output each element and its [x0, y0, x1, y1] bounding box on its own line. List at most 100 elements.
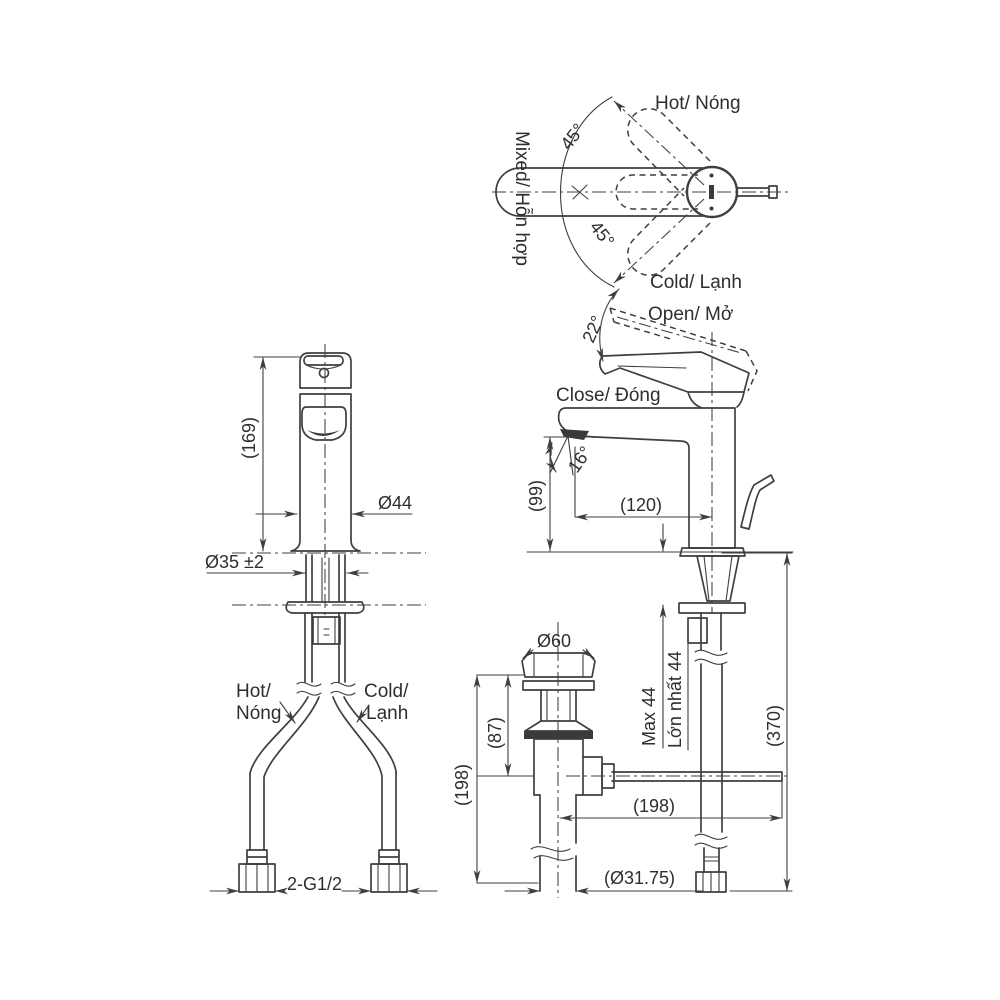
hot-hose-label-line1: Hot/ — [236, 681, 272, 702]
hot-label: Hot/ Nóng — [655, 93, 741, 114]
tail-length-value: (198) — [452, 764, 472, 806]
front-view: (169) Ø44 Ø35 ±2 Hot/ Nóng Cold/ — [205, 344, 438, 895]
pop-up-rod — [611, 771, 783, 782]
flange-dia-value: Ø60 — [537, 631, 571, 651]
hose-junction-details — [317, 616, 336, 645]
supply-hose-end — [703, 847, 720, 873]
cartridge-housing — [687, 391, 745, 409]
deck-thickness-value-vi: Lớn nhất 44 — [665, 651, 685, 748]
pivot-dot-top — [709, 173, 714, 178]
hot-hose — [249, 696, 320, 851]
pipe-dia-value: (Ø31.75) — [604, 868, 675, 888]
shank-inner-lines — [321, 557, 330, 602]
pop-up-rod-assembly: (198) — [559, 771, 789, 822]
pivot-circle — [685, 165, 739, 219]
cold-hose — [332, 696, 397, 851]
hose-break-upper — [694, 649, 728, 665]
deck-thickness-value-en: Max 44 — [639, 687, 659, 746]
cold-hose-label-line2: Lạnh — [366, 703, 408, 724]
drain-tailpipe-upper — [539, 794, 577, 844]
aerator — [560, 429, 589, 440]
spout-height-value: (99) — [526, 480, 546, 512]
thread-value: 2-G1/2 — [287, 874, 342, 894]
mount-hole-value: Ø35 ±2 — [205, 552, 264, 572]
below-deck-assembly — [678, 555, 746, 893]
drain-view: Ø60 (87) (198) (Ø31.75) — [452, 622, 703, 898]
rod-coupler — [601, 763, 615, 789]
mounting-wedge-edges — [703, 555, 733, 602]
spout-reach-value: (120) — [620, 495, 662, 515]
open-handle-axis — [616, 316, 742, 354]
handle-button — [318, 367, 330, 379]
cold-label: Cold/ Lạnh — [650, 272, 742, 293]
front-body-outline — [290, 393, 361, 552]
hose-break-lower — [694, 833, 728, 849]
hot-axis-line — [613, 100, 705, 186]
spout-aerator-front — [307, 430, 340, 436]
hose-length-dim: (370) — [721, 552, 793, 892]
cold-angle-value: 45° — [586, 217, 619, 251]
body-dia-value: Ø44 — [378, 493, 412, 513]
handle-cold-position-outline — [627, 187, 711, 276]
flange-washer — [522, 680, 595, 691]
hot-angle-value: 45° — [556, 120, 589, 154]
handle-cap — [299, 352, 352, 389]
supply-hose-mid — [700, 663, 723, 833]
top-view: Hot/ Nóng Mixed/ Hỗn hợp Cold/ Lạnh 45° … — [492, 93, 790, 293]
cold-axis-line — [613, 198, 705, 284]
rotation-arc — [560, 96, 615, 288]
hose-break-marks — [296, 681, 356, 696]
handle-mixed-outline — [495, 167, 704, 217]
cold-hose-collar — [378, 849, 400, 865]
cold-hose-nut-facets — [377, 863, 401, 893]
open-angle-value: 22° — [578, 313, 607, 346]
drain-neck-inner — [546, 689, 571, 722]
supply-hose-upper — [700, 612, 722, 651]
pop-up-lift-rod — [740, 474, 775, 530]
threaded-shank — [305, 554, 346, 602]
closed-handle-outline — [599, 351, 750, 393]
pivot-slot — [709, 185, 714, 199]
body-depth-value: (87) — [485, 717, 505, 749]
lock-nut-flange — [678, 602, 746, 614]
hot-hose-nut-facets — [245, 863, 269, 893]
rubber-gasket — [524, 731, 593, 739]
mixed-label: Mixed/ Hỗn hợp — [511, 131, 533, 266]
mounting-wedge — [696, 555, 740, 602]
open-angle-arc — [596, 288, 620, 362]
handle-stem — [736, 187, 770, 197]
base-plate — [679, 547, 746, 557]
cold-hose-label-line1: Cold/ — [364, 681, 409, 702]
drain-tailpipe-lower — [539, 855, 577, 892]
faucet-body-outline — [557, 407, 736, 549]
handle-open-position — [609, 307, 758, 392]
stream-angle-arc — [545, 442, 557, 473]
hose-junction-fitting — [312, 616, 341, 645]
stream-angle-value: 16° — [564, 443, 596, 477]
stream-angle-annotation: 16° — [545, 435, 596, 477]
drain-flange-edges — [533, 653, 584, 678]
hose-collar — [703, 856, 720, 862]
hot-hose-collar — [246, 849, 268, 865]
drain-body — [533, 738, 584, 796]
closed-handle-edge — [617, 365, 687, 369]
side-view: 22° Open/ Mở Close/ Đóng 16° (120) (99) — [526, 288, 794, 893]
hose-length-value: (370) — [764, 705, 784, 747]
handle-stem-cap — [768, 185, 778, 199]
height-value: (169) — [239, 417, 259, 459]
rod-length-value: (198) — [633, 796, 675, 816]
close-label: Close/ Đóng — [556, 385, 661, 406]
open-label: Open/ Mở — [648, 304, 733, 325]
shank-flange — [285, 601, 365, 614]
hot-hose-label-line2: Nóng — [236, 703, 281, 724]
pivot-dot-bottom — [709, 206, 714, 211]
hot-hose-leader — [279, 701, 296, 724]
handle-hot-position-outline — [627, 108, 711, 197]
hose-fitting — [687, 617, 708, 644]
cold-hose-leader — [356, 704, 370, 723]
supply-hose-nut-facets — [702, 871, 720, 893]
deck-thickness-dim: Max 44 Lớn nhất 44 — [639, 523, 689, 751]
arc-mid-tick — [571, 184, 589, 200]
